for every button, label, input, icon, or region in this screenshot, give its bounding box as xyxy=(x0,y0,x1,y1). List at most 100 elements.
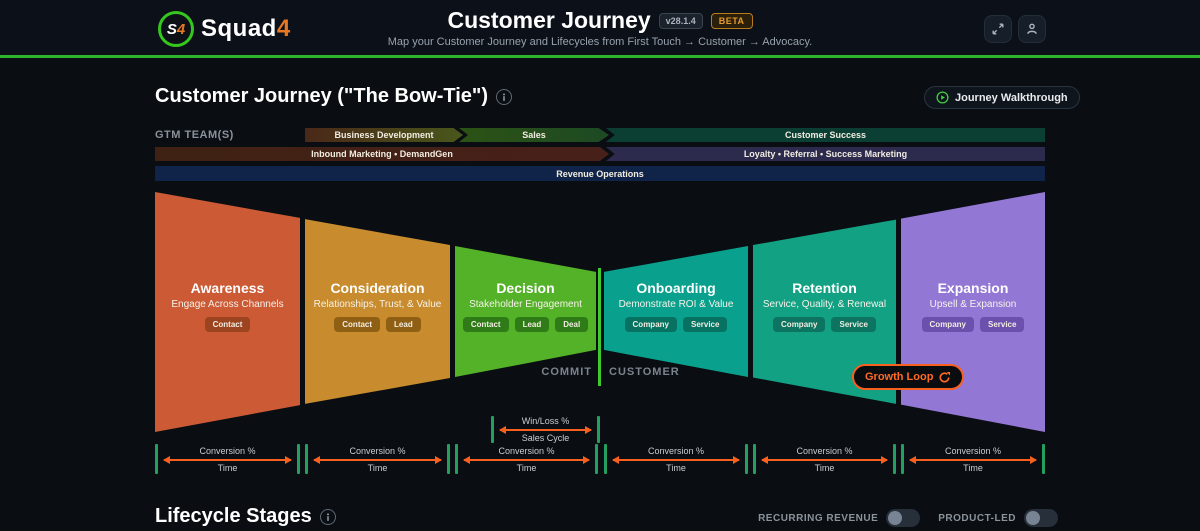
time-label: Time xyxy=(814,463,835,473)
recurring-revenue-toggle[interactable] xyxy=(886,509,921,527)
user-icon xyxy=(1025,22,1039,36)
metric-tick xyxy=(447,444,450,474)
logo-accent: 4 xyxy=(276,15,291,42)
toggle-knob xyxy=(888,511,903,525)
stage-tag: Service xyxy=(979,317,1025,332)
lifecycle-section-head: Lifecycle Stages xyxy=(155,505,336,528)
metric-tick xyxy=(1042,444,1045,474)
logo-badge-s: S xyxy=(166,20,177,38)
stage-subtitle: Relationships, Trust, & Value xyxy=(313,299,442,310)
metric-tick xyxy=(491,416,494,443)
growth-loop-label: Growth Loop xyxy=(865,371,934,383)
stage-retention[interactable]: Retention Service, Quality, & Renewal Co… xyxy=(753,219,896,404)
winloss-label: Win/Loss % xyxy=(521,416,570,426)
logo-word: Squad xyxy=(201,15,277,42)
conversion-metric-expansion: Conversion % Time xyxy=(901,444,1045,475)
stage-tag: Company xyxy=(773,317,826,332)
stage-title: Retention xyxy=(792,280,857,296)
commit-label: COMMIT xyxy=(541,366,592,378)
metric-tick xyxy=(753,444,756,474)
stage-subtitle: Demonstrate ROI & Value xyxy=(618,299,734,310)
journey-walkthrough-button[interactable]: Journey Walkthrough xyxy=(924,86,1080,109)
metric-tick xyxy=(893,444,896,474)
stage-subtitle: Service, Quality, & Renewal xyxy=(762,299,887,310)
gtm-bar-sales[interactable]: Sales xyxy=(459,128,609,142)
conversion-label: Conversion % xyxy=(647,446,705,456)
conversion-arrow xyxy=(612,456,740,464)
header-center: Customer Journey v28.1.4 BETA Map your C… xyxy=(0,7,1200,48)
version-badge: v28.1.4 xyxy=(658,12,703,29)
stage-title: Awareness xyxy=(190,280,265,296)
refresh-loop-icon xyxy=(938,371,951,384)
stage-tag: Deal xyxy=(555,317,589,332)
play-circle-icon xyxy=(936,91,949,104)
metric-tick xyxy=(745,444,748,474)
account-button[interactable] xyxy=(1018,15,1046,43)
stage-tag: Lead xyxy=(386,317,421,332)
stage-title: Decision xyxy=(496,280,555,296)
product-led-toggle-group: PRODUCT-LED xyxy=(938,509,1058,527)
header-actions xyxy=(984,15,1046,43)
stage-title: Expansion xyxy=(937,280,1009,296)
conversion-metric-awareness: Conversion % Time xyxy=(155,444,300,475)
metric-tick xyxy=(155,444,158,474)
stage-tag: Contact xyxy=(334,317,381,332)
conversion-arrow xyxy=(761,456,888,464)
walkthrough-label: Journey Walkthrough xyxy=(955,91,1068,104)
stage-decision[interactable]: Decision Stakeholder Engagement Contact … xyxy=(455,246,596,378)
stage-onboarding[interactable]: Onboarding Demonstrate ROI & Value Compa… xyxy=(604,246,748,378)
logo-text: Squad4 xyxy=(201,15,291,43)
stage-title: Onboarding xyxy=(636,280,716,296)
conversion-label: Conversion % xyxy=(349,446,406,456)
stage-consideration[interactable]: Consideration Relationships, Trust, & Va… xyxy=(305,219,450,404)
logo-badge-4: 4 xyxy=(176,20,186,38)
time-label: Time xyxy=(666,463,686,473)
stage-awareness[interactable]: Awareness Engage Across Channels Contact xyxy=(155,192,300,432)
time-label: Time xyxy=(217,463,238,473)
gtm-bar-revenue-operations[interactable]: Revenue Operations xyxy=(155,166,1045,181)
metric-tick xyxy=(595,444,598,474)
recurring-revenue-label: RECURRING REVENUE xyxy=(758,512,879,524)
conversion-label: Conversion % xyxy=(944,446,1002,456)
journey-heading: Customer Journey ("The Bow-Tie") xyxy=(155,85,489,107)
gtm-teams-label: GTM TEAM(S) xyxy=(155,129,234,141)
lifecycle-heading: Lifecycle Stages xyxy=(155,505,312,527)
info-icon[interactable] xyxy=(319,508,336,525)
gtm-bar-customer-success[interactable]: Customer Success xyxy=(606,128,1045,142)
conversion-label: Conversion % xyxy=(199,446,256,456)
growth-loop-button[interactable]: Growth Loop xyxy=(852,364,965,390)
time-label: Time xyxy=(963,463,983,473)
time-label: Time xyxy=(516,463,537,473)
metric-tick xyxy=(297,444,300,474)
metric-tick xyxy=(597,416,600,443)
gtm-bar-inbound-marketing[interactable]: Inbound Marketing • DemandGen xyxy=(155,147,609,161)
product-led-label: PRODUCT-LED xyxy=(938,512,1016,524)
stage-tag: Contact xyxy=(204,317,251,332)
stage-title: Consideration xyxy=(330,280,425,296)
conversion-arrow xyxy=(313,456,442,464)
beta-badge: BETA xyxy=(710,12,753,29)
lifecycle-toggles: RECURRING REVENUE PRODUCT-LED xyxy=(758,509,1058,527)
stage-subtitle: Engage Across Channels xyxy=(171,299,284,310)
customer-label: CUSTOMER xyxy=(609,366,680,378)
product-led-toggle[interactable] xyxy=(1024,509,1058,527)
expand-icon xyxy=(991,22,1005,36)
toggle-knob xyxy=(1026,511,1040,525)
metric-tick xyxy=(455,444,458,474)
stage-tag: Lead xyxy=(514,317,550,332)
gtm-bar-loyalty-referral[interactable]: Loyalty • Referral • Success Marketing xyxy=(606,147,1045,161)
stage-expansion[interactable]: Expansion Upsell & Expansion Company Ser… xyxy=(901,192,1045,432)
winloss-arrow xyxy=(499,426,592,434)
app-subtitle: Map your Customer Journey and Lifecycles… xyxy=(387,36,813,48)
fullscreen-button[interactable] xyxy=(984,15,1012,43)
conversion-label: Conversion % xyxy=(796,446,853,456)
info-icon[interactable] xyxy=(496,88,513,105)
metric-tick xyxy=(901,444,904,474)
conversion-metric-decision: Conversion % Time xyxy=(455,444,598,475)
stage-subtitle: Upsell & Expansion xyxy=(929,299,1017,310)
gtm-bar-business-development[interactable]: Business Development xyxy=(305,128,463,142)
conversion-metric-consideration: Conversion % Time xyxy=(305,444,450,475)
